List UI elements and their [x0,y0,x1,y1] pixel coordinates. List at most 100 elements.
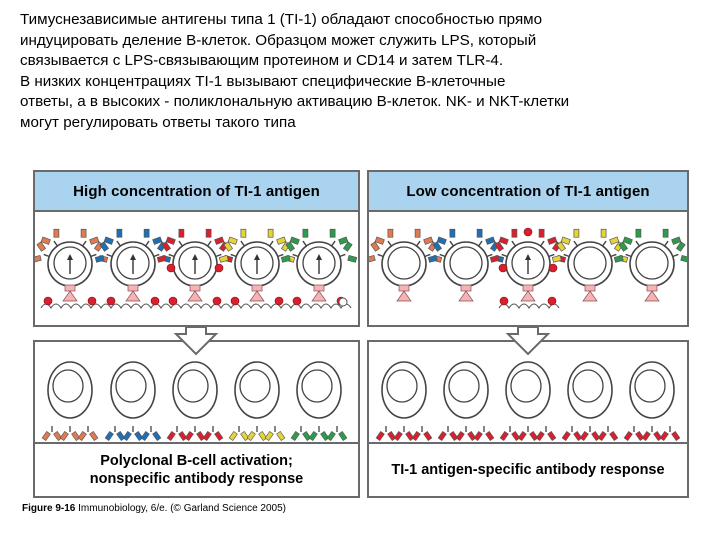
antigen-dot [106,296,116,306]
secreted-antibody [246,426,268,441]
antibody-receptor [267,228,287,247]
intro-line: Тимуснезависимые антигены типа 1 (TI-1) … [20,11,543,28]
b-cell [369,228,443,302]
plasma-cell-nucleus [634,369,666,403]
antibody-receptor [156,241,175,263]
secreted-antibody [290,426,312,441]
polyclonal-plasma-cells [41,361,348,441]
antigen-dot [212,296,222,306]
intro-line: связывается с LPS-связывающим протеином … [20,52,504,69]
secreted-antibody [517,426,539,441]
secreted-antibody [184,426,206,441]
antibody-receptor [476,228,496,247]
secreted-antibody [59,426,81,441]
antibody-receptor [165,228,185,247]
antigen-polymer [40,303,352,310]
antigen-dot [523,227,533,237]
specific-result-label: TI-1 antigen-specific antibody response [369,442,687,496]
secreted-antibody [561,426,583,441]
secreted-antibody [375,426,397,441]
antibody-receptor [227,228,247,247]
antibody-receptor [374,228,394,247]
antibody-receptor [498,228,518,247]
plasma-cell [567,361,613,419]
down-arrow [505,326,551,356]
secreted-antibody [41,426,63,441]
antigen-dot [547,296,557,306]
b-cell [427,228,505,302]
antibody-receptor [436,228,456,247]
plasma-cell [381,361,427,419]
high-concentration-title: High concentration of TI-1 antigen [35,172,358,212]
secreted-antibody [122,426,144,441]
plasma-cell-nucleus [52,369,84,403]
secreted-antibody [473,426,495,441]
figure-caption: Figure 9-16 Immunobiology, 6/e. (© Garla… [22,503,286,514]
antibody-receptor [289,228,309,247]
tlr-receptor [311,284,327,302]
plasma-cell-nucleus [572,369,604,403]
b-cell-nucleus [449,246,483,280]
antibody-receptor [551,241,570,263]
signal-arrow-head [525,254,531,260]
secreted-antibody [228,426,250,441]
specific-plasma-cells [375,361,681,441]
b-cell-nucleus [573,246,607,280]
antibody-receptor [329,228,349,247]
tlr-receptor [644,284,660,302]
secreted-antibody [104,426,126,441]
antibody-receptor [280,241,299,263]
signal-arrow-head [254,254,260,260]
secreted-antibody [579,426,601,441]
polyclonal-result-panel: Polyclonal B-cell activation; nonspecifi… [33,340,360,498]
antibody-receptor [672,241,687,263]
antigen-dot [43,296,53,306]
antibody-receptor [143,228,163,247]
secreted-antibody [659,426,681,441]
antibody-receptor [560,228,580,247]
secreted-antibody [623,426,645,441]
antigen-dot [548,263,558,273]
intro-line: могут регулировать ответы такого типа [20,113,296,131]
antibody-receptor [662,228,682,247]
figure-number: Figure 9-16 [22,503,76,514]
secreted-antibody [499,426,521,441]
antibody-receptor [427,241,446,263]
secreted-antibody [597,426,619,441]
antigen-dot [166,263,176,273]
low-top-group [369,227,687,310]
plasma-cell-nucleus [115,369,147,403]
tlr-receptor [62,284,78,302]
intro-line: индуцировать деление В-клеток. Образцом … [20,31,537,49]
tlr-receptor [249,284,265,302]
polyclonal-result-line: Polyclonal B-cell activation; [100,453,293,469]
antibody-receptor [414,228,434,247]
plasma-cell [47,361,93,419]
b-cell [489,228,567,302]
b-cell [613,228,687,302]
secreted-antibody [140,426,162,441]
down-arrow [173,326,219,356]
b-cell-nucleus [387,246,421,280]
secreted-antibody [641,426,663,441]
figure-source: Immunobiology, 6/e. (© Garland Science 2… [78,503,286,514]
intro-text: Тимуснезависимые антигены типа 1 (TI-1) … [20,10,710,133]
antibody-receptor [80,228,100,247]
antigen-dot [498,263,508,273]
polyclonal-result-label: Polyclonal B-cell activation; nonspecifi… [35,442,358,496]
low-concentration-cells [369,227,687,310]
antigen-dot [87,296,97,306]
high-bot-group [41,361,348,441]
antibody-receptor [94,241,113,263]
plasma-cell [110,361,156,419]
plasma-cell [443,361,489,419]
secreted-antibody [326,426,348,441]
antibody-receptor [369,241,384,263]
low-concentration-panel: Low concentration of TI-1 antigen [367,170,689,327]
plasma-cell [296,361,342,419]
secreted-antibody [455,426,477,441]
secreted-antibody [535,426,557,441]
secreted-antibody [264,426,286,441]
antibody-receptor [613,241,632,263]
